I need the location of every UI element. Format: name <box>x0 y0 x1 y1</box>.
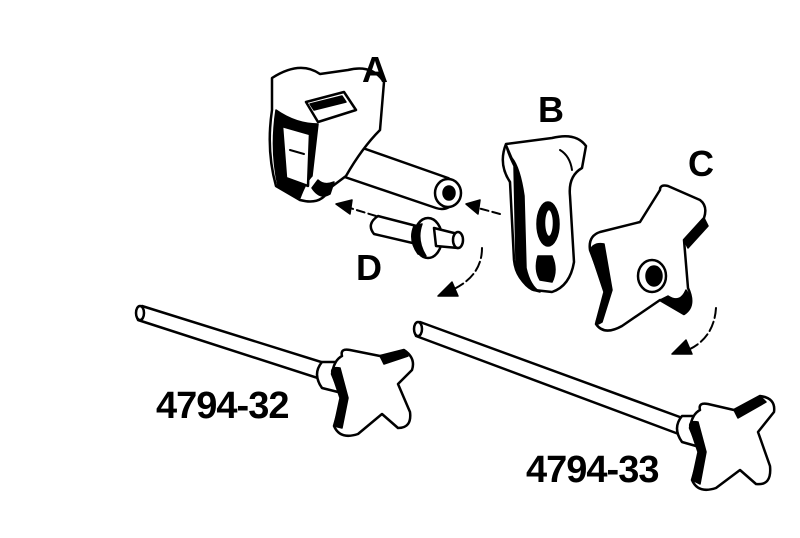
part-c-star-knob <box>588 184 709 332</box>
label-tool-4794-33: 4794-33 <box>526 449 658 491</box>
label-part-d: D <box>356 247 382 288</box>
part-b-plate <box>501 135 588 294</box>
tool-4794-32 <box>134 304 415 437</box>
label-part-a: A <box>362 49 388 90</box>
part-d-pin <box>369 214 465 260</box>
label-part-c: C <box>688 143 714 184</box>
label-tool-4794-32: 4794-32 <box>156 385 288 427</box>
tool-4794-33 <box>412 320 776 491</box>
part-a-bracket <box>268 66 463 211</box>
assembly-arrows <box>335 199 717 355</box>
label-part-b: B <box>538 89 564 130</box>
